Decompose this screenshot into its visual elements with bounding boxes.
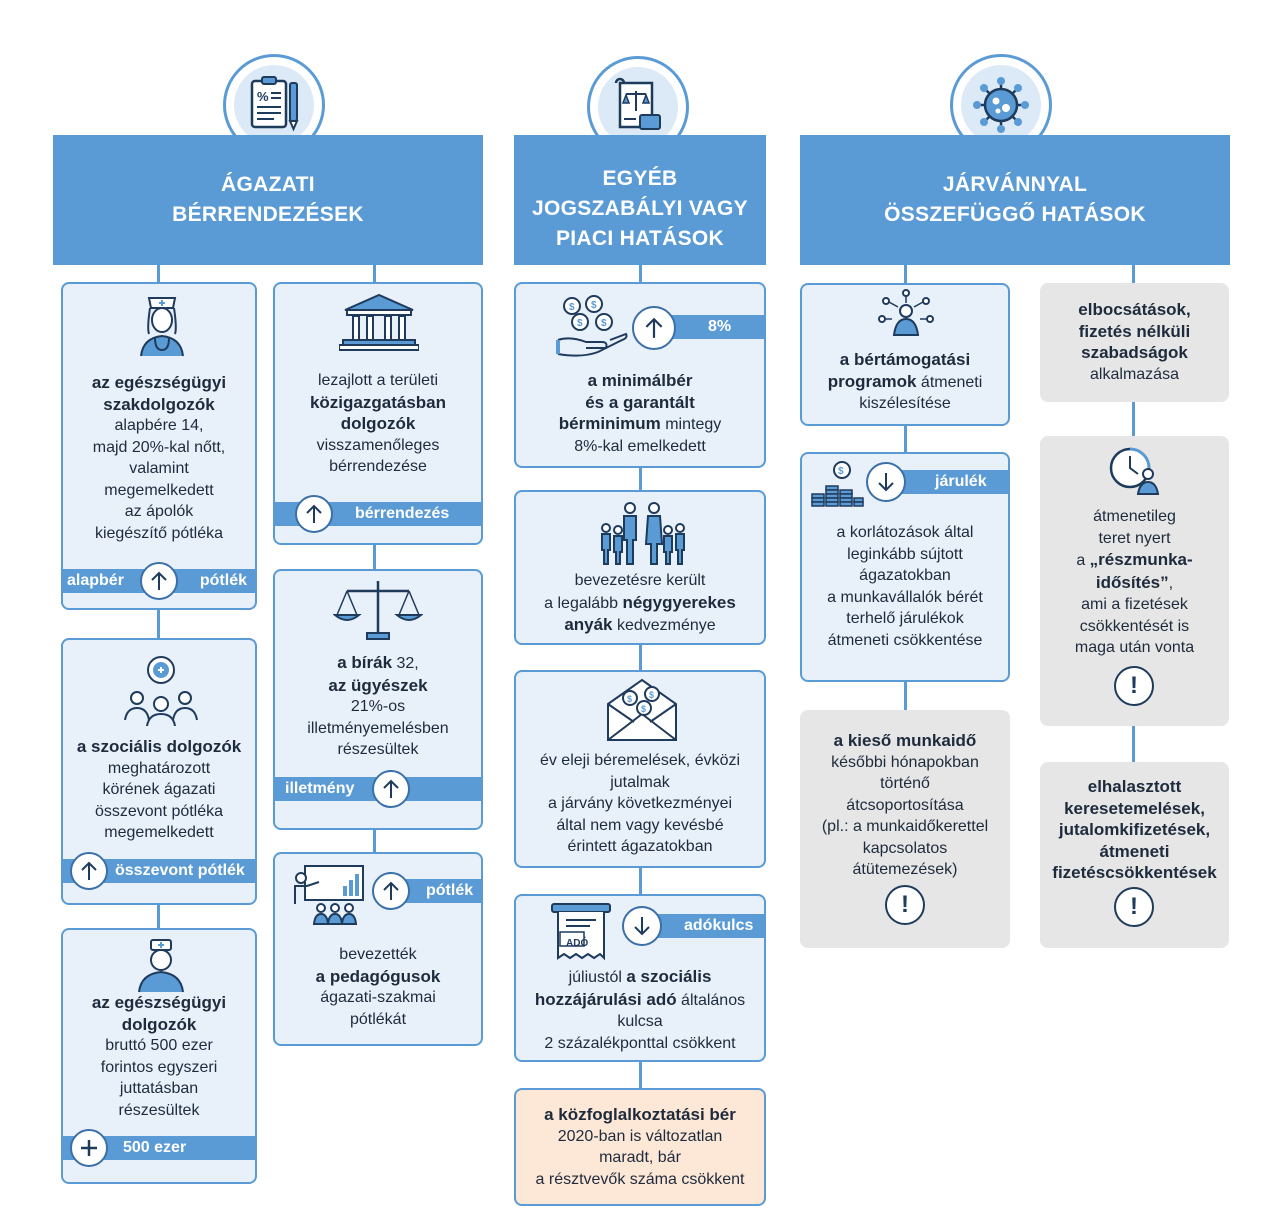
svg-text:$: $ — [591, 300, 597, 311]
card-layoffs: elbocsátások,fizetés nélküli szabadságok… — [1040, 283, 1229, 402]
arrow-up-icon — [140, 562, 178, 600]
scales-icon — [333, 581, 423, 640]
svg-text:$: $ — [577, 318, 583, 329]
warning-icon: ! — [1114, 666, 1154, 706]
svg-text:$: $ — [569, 302, 575, 313]
warning-icon: ! — [885, 885, 925, 925]
card-mothers-benefit: bevezetésre került a legalább négygyerek… — [514, 490, 766, 645]
law-document-icon — [614, 77, 661, 130]
part-time-clock-icon — [1109, 447, 1160, 495]
tag-potlek: pótlék — [398, 879, 483, 903]
arrow-down-icon — [622, 906, 662, 946]
arrow-up-icon — [372, 770, 410, 808]
arrow-down-icon — [866, 462, 906, 502]
arrow-up-icon — [632, 306, 676, 350]
tax-receipt-icon — [551, 903, 611, 961]
contract-icon: % — [250, 76, 299, 132]
svg-text:$: $ — [627, 694, 632, 704]
svg-text:$: $ — [601, 318, 607, 329]
arrow-up-icon — [70, 852, 108, 890]
government-building-icon — [339, 293, 419, 351]
card-public-works-wage: a közfoglalkoztatási bér 2020-ban is vál… — [514, 1088, 766, 1206]
tax-icon-label: ADÓ — [566, 938, 589, 949]
nurse-icon — [140, 297, 184, 357]
svg-text:$: $ — [838, 466, 844, 477]
family-icon — [601, 502, 685, 565]
svg-text:$: $ — [649, 690, 654, 700]
contract-icon-circle: % — [223, 54, 325, 156]
tag-8-percent: 8% — [668, 315, 766, 339]
tag-adokulcs: adókulcs — [650, 914, 766, 938]
doctor-icon — [138, 939, 184, 993]
plus-icon — [70, 1129, 108, 1167]
warning-icon: ! — [1114, 887, 1154, 927]
card-wage-subsidy: a bértámogatási programok átmeneti kiszé… — [800, 283, 1010, 426]
social-group-icon — [124, 656, 198, 726]
svg-text:$: $ — [641, 704, 646, 714]
arrow-up-icon — [372, 872, 410, 910]
virus-icon — [973, 77, 1029, 133]
network-person-icon — [878, 289, 934, 336]
teacher-presentation-icon — [294, 865, 364, 925]
money-envelope-icon: $$$ — [607, 678, 677, 741]
coin-stacks-icon: $ — [811, 461, 864, 507]
svg-text:%: % — [257, 89, 269, 104]
money-hand-icon: $$$$ — [556, 295, 628, 357]
arrow-up-icon — [295, 495, 333, 533]
